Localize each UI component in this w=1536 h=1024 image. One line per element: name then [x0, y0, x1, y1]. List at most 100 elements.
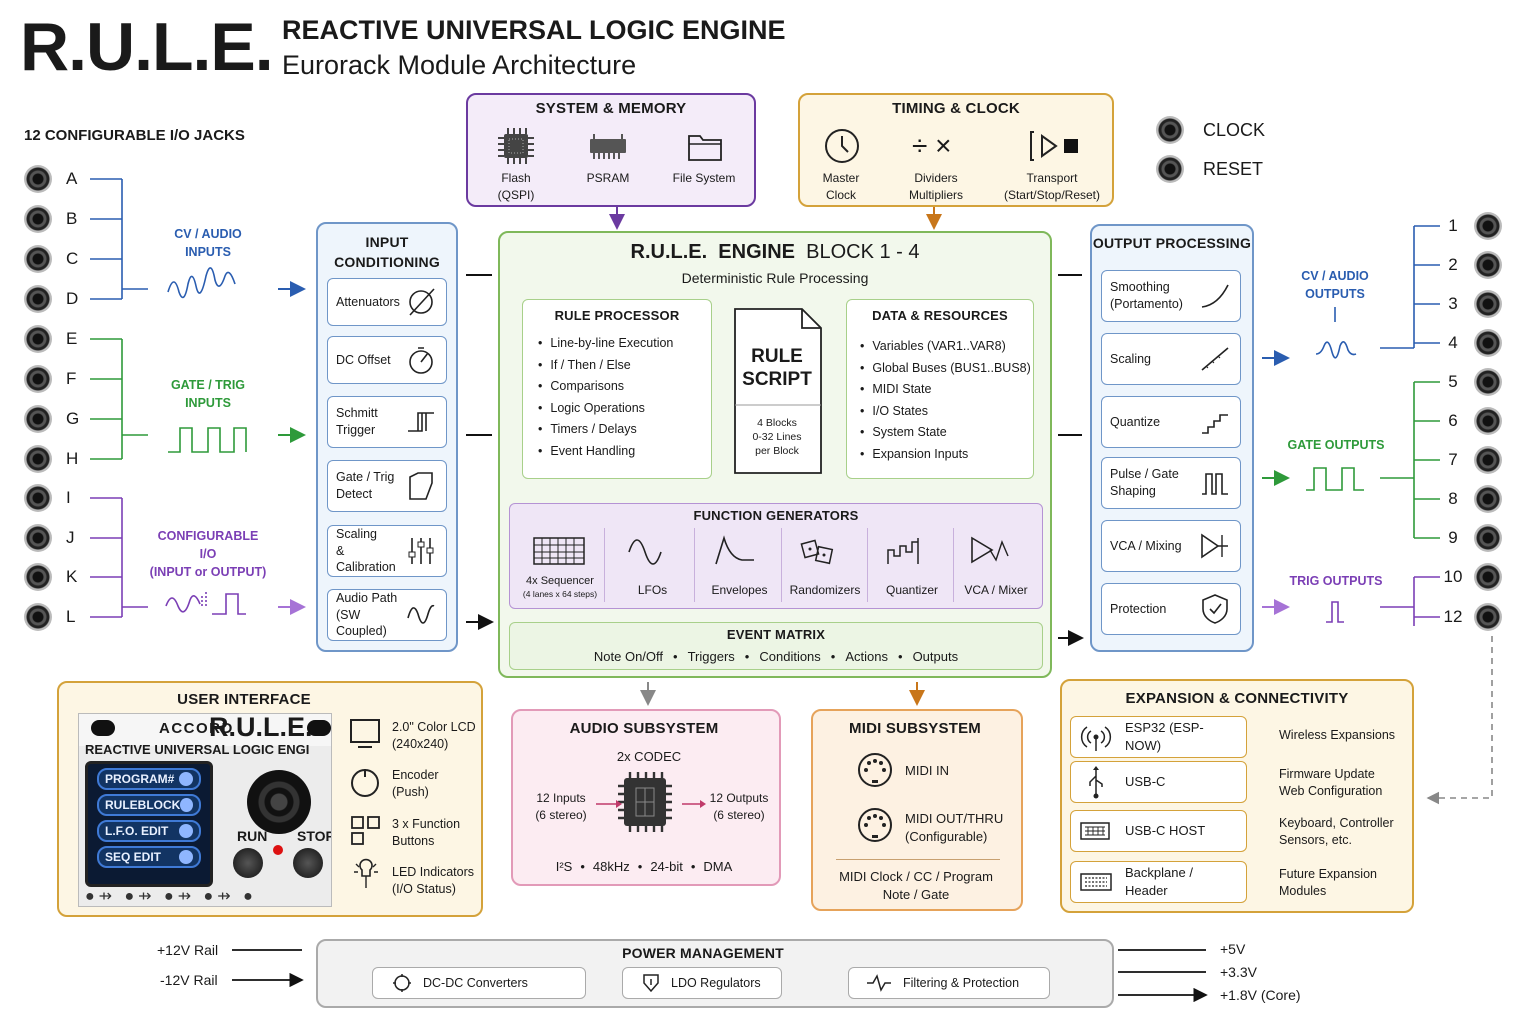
output-jack-2[interactable]	[1474, 251, 1502, 279]
item-label: Gate / Trig	[336, 470, 395, 485]
item-label: Scaling	[1110, 351, 1151, 366]
cv-audio-inputs-label: CV / AUDIO INPUTS	[174, 227, 242, 260]
function-generators-panel	[509, 503, 1043, 609]
input-attenuators: Attenuators	[327, 278, 447, 326]
transport-label: Transport(Start/Stop/Reset)	[1003, 171, 1101, 202]
memory-icon	[590, 134, 626, 159]
timing-clock-panel	[798, 93, 1114, 207]
audio-subsystem-title: AUDIO SUBSYSTEM	[569, 720, 719, 737]
audio-inputs-label: 12 Inputs(6 stereo)	[535, 791, 587, 822]
jack-h[interactable]	[24, 445, 52, 473]
divide-multiply-icon: ÷ ×	[912, 130, 952, 161]
rule-processor-item: If / Then / Else	[538, 355, 673, 377]
output-jack-10[interactable]	[1474, 563, 1502, 591]
jack-f[interactable]	[24, 365, 52, 393]
item-label: Quantizer	[885, 583, 939, 597]
output-jack-3[interactable]	[1474, 290, 1502, 318]
output-jack-5[interactable]	[1474, 368, 1502, 396]
clock-jack[interactable]	[1156, 116, 1184, 144]
filter-icon	[867, 974, 891, 992]
encoder-knob[interactable]	[247, 770, 311, 834]
output-smoothing: Smoothing(Portamento)	[1101, 270, 1241, 322]
output-jack-7[interactable]	[1474, 446, 1502, 474]
gate-outputs-label: GATE OUTPUTS	[1287, 438, 1385, 452]
function-generator-vca-mixer: VCA / Mixer	[955, 528, 1037, 602]
power-management-title: POWER MANAGEMENT	[622, 945, 784, 961]
trig-outputs-label: TRIG OUTPUTS	[1289, 574, 1383, 588]
folder-icon	[688, 135, 722, 161]
rule-processor-item: Event Handling	[538, 441, 673, 463]
vca-mixer-icon	[971, 536, 1009, 564]
jack-l[interactable]	[24, 603, 52, 631]
item-label: LFOs	[637, 583, 668, 597]
data-resources-list: Variables (VAR1..VAR8)Global Buses (BUS1…	[860, 336, 1031, 465]
data-resource-item: System State	[860, 422, 1031, 444]
event-matrix-item: Triggers	[687, 649, 735, 664]
jack-j[interactable]	[24, 524, 52, 552]
jack-b[interactable]	[24, 205, 52, 233]
timing-clock-title: TIMING & CLOCK	[892, 100, 1020, 117]
item-label: Quantize	[1110, 414, 1161, 429]
jack-a[interactable]	[24, 165, 52, 193]
jack-e[interactable]	[24, 325, 52, 353]
output-number: 5	[1448, 372, 1458, 391]
output-jack-9[interactable]	[1474, 524, 1502, 552]
lcd-menu-item[interactable]: L.F.O. EDIT	[97, 820, 201, 842]
expansion-wireless: ESP32 (ESP-NOW)	[1070, 716, 1247, 758]
audio-spec: 48kHz	[592, 859, 630, 874]
jack-d[interactable]	[24, 285, 52, 313]
audio-spec: I²S	[555, 859, 573, 874]
rule-processor-item: Logic Operations	[538, 398, 673, 420]
plus1v8-label: +1.8V (Core)	[1220, 987, 1301, 1003]
sliders-icon	[408, 538, 434, 564]
output-jack-1[interactable]	[1474, 212, 1502, 240]
output-number: 8	[1448, 489, 1458, 508]
reset-jack[interactable]	[1156, 155, 1184, 183]
rule-processor-title: RULE PROCESSOR	[554, 308, 680, 323]
jack-k[interactable]	[24, 563, 52, 591]
waveform-icon	[407, 604, 435, 624]
encoder-icon	[351, 769, 379, 797]
panel-brand: ACCORD	[159, 720, 234, 737]
output-jack-6[interactable]	[1474, 407, 1502, 435]
shield-icon	[1202, 594, 1228, 624]
expansion-title: EXPANSION & CONNECTIVITY	[1125, 690, 1349, 707]
jack-g[interactable]	[24, 405, 52, 433]
transport-icon	[1030, 131, 1078, 161]
jack-label: G	[66, 409, 80, 428]
ldo-regulators: LDO Regulators	[622, 967, 782, 999]
item-label: Attenuators	[336, 294, 400, 309]
jack-label: L	[66, 607, 76, 626]
led-indicator	[273, 845, 283, 855]
event-matrix-item: Note On/Off	[593, 649, 664, 664]
run-button[interactable]	[233, 848, 263, 878]
minus12v-label: -12V Rail	[160, 972, 218, 988]
output-jack-8[interactable]	[1474, 485, 1502, 513]
clock-label: CLOCK	[1203, 120, 1266, 140]
lcd-menu-item[interactable]: SEQ EDIT	[97, 846, 201, 868]
event-matrix-panel	[509, 622, 1043, 670]
plus5v-label: +5V	[1220, 941, 1246, 957]
stop-button[interactable]	[293, 848, 323, 878]
jack-i[interactable]	[24, 484, 52, 512]
codec-label: 2x CODEC	[616, 749, 682, 764]
output-number: 4	[1448, 333, 1458, 352]
lcd-menu-item[interactable]: RULEBLOCK	[97, 794, 201, 816]
item-sublabel: Shaping	[1110, 484, 1156, 498]
function-generator-dice: Randomizers	[782, 528, 868, 602]
separator: •	[744, 649, 750, 664]
output-jack-4[interactable]	[1474, 329, 1502, 357]
jack-c[interactable]	[24, 245, 52, 273]
output-protection: Protection	[1101, 583, 1241, 635]
item-label: Smoothing	[1110, 280, 1170, 295]
output-jack-12[interactable]	[1474, 603, 1502, 631]
lcd-menu-item[interactable]: PROGRAM#	[97, 768, 201, 790]
output-number: 1	[1448, 216, 1458, 235]
separator: •	[898, 649, 903, 664]
